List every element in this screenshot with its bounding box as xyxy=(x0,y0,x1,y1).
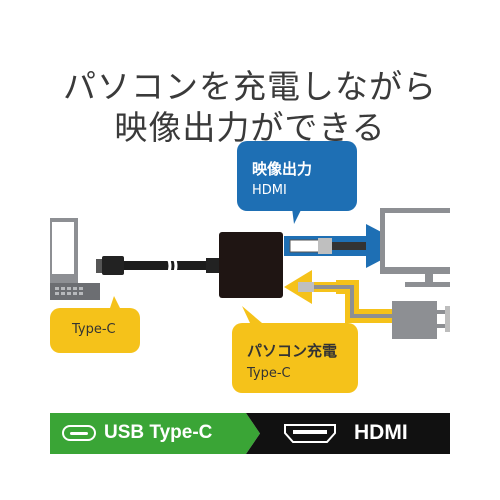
charging-callout: パソコン充電 Type-C xyxy=(232,323,358,393)
hdmi-bar xyxy=(246,413,450,454)
usb-type-c-label: USB Type-C xyxy=(104,422,213,443)
charging-arrow xyxy=(284,270,392,323)
laptop-icon xyxy=(50,218,100,300)
hdmi-port-icon xyxy=(284,424,336,443)
charging-title: パソコン充電 xyxy=(247,342,338,360)
power-adapter-icon xyxy=(392,301,450,339)
video-output-subtitle: HDMI xyxy=(252,183,287,198)
charging-subtitle: Type-C xyxy=(247,366,291,381)
usb-c-port-icon xyxy=(62,425,96,441)
hdmi-label: HDMI xyxy=(354,421,408,444)
video-output-callout: 映像出力 HDMI xyxy=(237,141,357,211)
monitor-icon xyxy=(380,208,450,287)
headline-line-2: 映像出力ができる xyxy=(114,108,386,147)
input-label: Type-C xyxy=(72,322,116,337)
headline-line-1: パソコンを充電しながら xyxy=(63,67,437,106)
video-output-title: 映像出力 xyxy=(252,160,313,178)
adapter-body xyxy=(219,232,283,298)
input-callout: Type-C xyxy=(50,308,140,353)
usb-c-cable xyxy=(96,256,220,275)
usb-type-c-bar xyxy=(50,413,260,454)
